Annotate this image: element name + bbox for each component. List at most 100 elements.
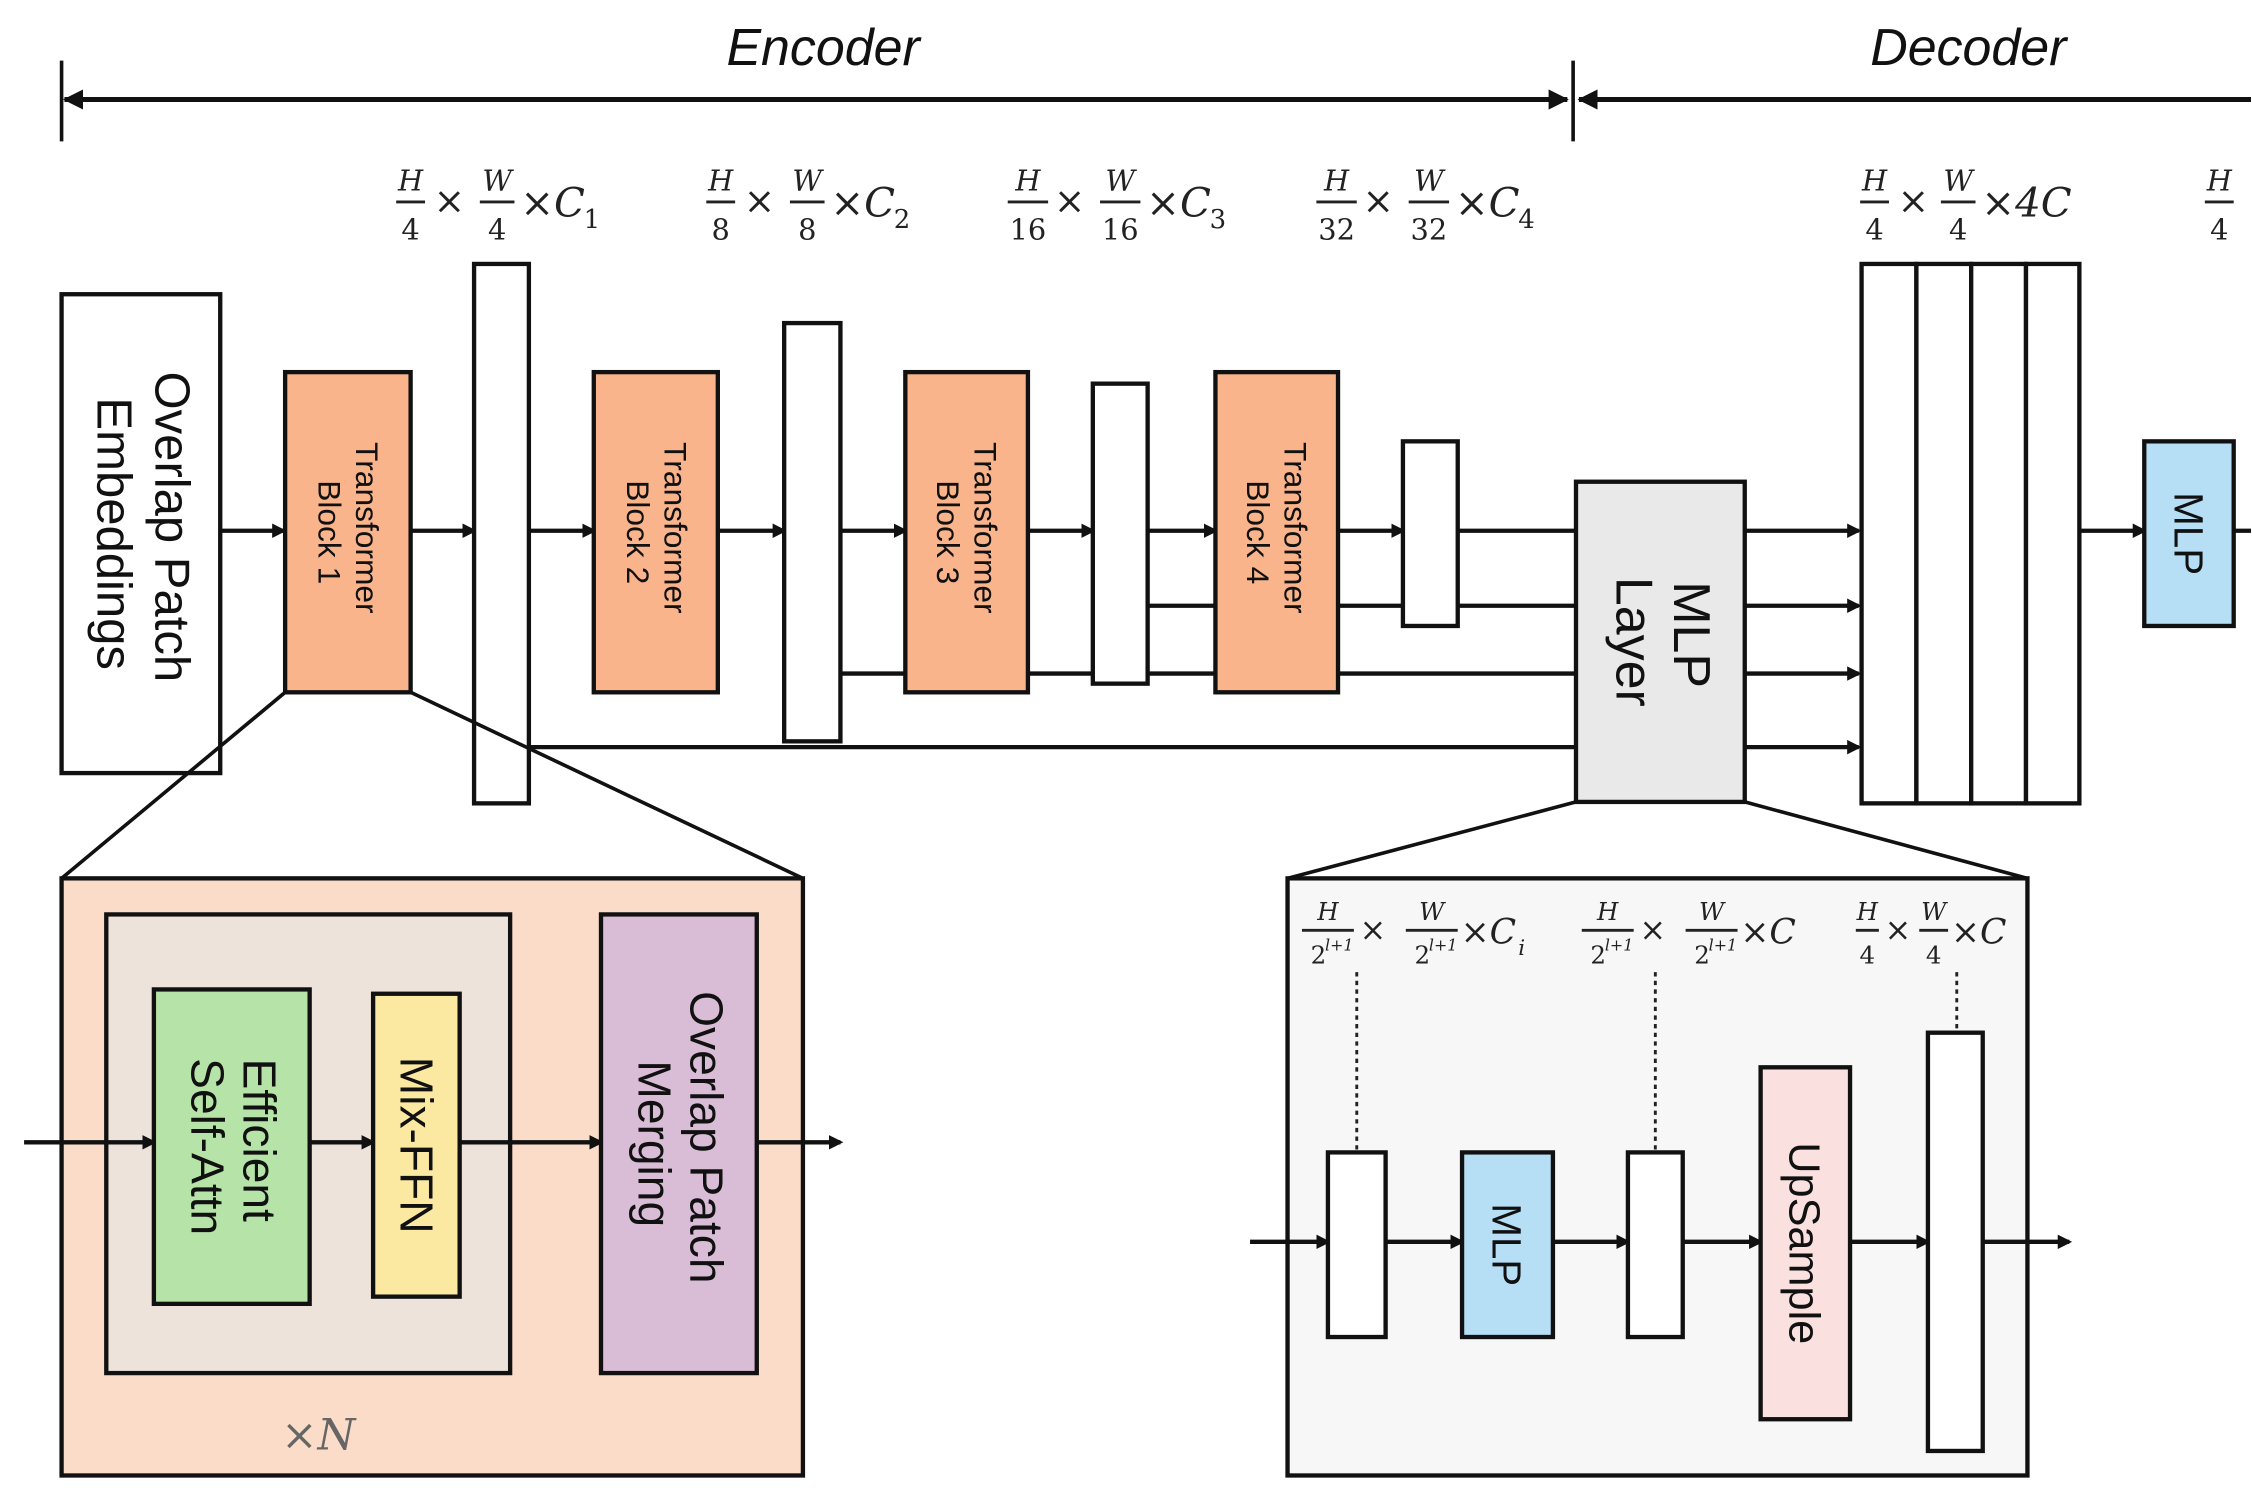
encoder-label: Encoder bbox=[726, 19, 922, 77]
decoder-label: Decoder bbox=[1870, 19, 2069, 77]
transformer-block-4: Transformer Block 4 bbox=[1213, 369, 1341, 695]
svg-text:2: 2 bbox=[1694, 940, 1710, 969]
svg-text:×: × bbox=[434, 178, 465, 222]
repeat-label: ×N bbox=[281, 1411, 357, 1461]
mlp-dim-label-output: H 4 × W 4 ×C bbox=[1856, 897, 2007, 969]
svg-text:32: 32 bbox=[1411, 212, 1448, 246]
efficient-self-attn: Efficient Self-Attn bbox=[151, 987, 312, 1307]
svg-text:×: × bbox=[1898, 178, 1929, 222]
svg-text:1: 1 bbox=[584, 205, 601, 235]
svg-text:×: × bbox=[744, 178, 775, 222]
dim-label-concat: H 4 × W 4 ×4C bbox=[1860, 163, 2072, 246]
svg-text:2: 2 bbox=[1590, 940, 1606, 969]
svg-text:4: 4 bbox=[1949, 212, 1967, 246]
feature-map-stage1 bbox=[471, 261, 532, 806]
svg-text:×: × bbox=[1639, 912, 1666, 948]
svg-text:W: W bbox=[1921, 897, 1948, 926]
mlp-layer-detail: H 2 l+1 × W 2 l+1 ×C i H 2 l+1 × W 2 l+1… bbox=[1250, 876, 2073, 1478]
zoom-connector bbox=[409, 690, 804, 880]
mlp-dim-label-input: H 2 l+1 × W 2 l+1 ×C i bbox=[1301, 897, 1525, 969]
svg-text:Mix-FFN: Mix-FFN bbox=[391, 1057, 443, 1234]
svg-text:4: 4 bbox=[401, 212, 419, 246]
svg-text:16: 16 bbox=[1102, 212, 1139, 246]
svg-text:4: 4 bbox=[488, 212, 506, 246]
svg-text:H: H bbox=[707, 163, 734, 197]
overlap-patch-embeddings: Overlap Patch Embeddings bbox=[59, 292, 223, 776]
svg-text:×: × bbox=[1363, 178, 1394, 222]
overlap-patch-merging: Overlap Patch Merging bbox=[598, 912, 759, 1376]
svg-text:l+1: l+1 bbox=[1325, 935, 1353, 954]
svg-text:W: W bbox=[1699, 897, 1726, 926]
mix-ffn: Mix-FFN bbox=[370, 991, 462, 1299]
svg-text:W: W bbox=[1943, 163, 1975, 197]
svg-text:MLP: MLP bbox=[2166, 492, 2212, 575]
dim-label-stage1: H 4 × W 4 ×C 1 bbox=[396, 163, 600, 246]
svg-text:×C: ×C bbox=[830, 179, 895, 226]
encoder-span: Encoder bbox=[59, 19, 1575, 142]
svg-text:Transformer Block 4: Transformer Block 4 bbox=[1240, 442, 1314, 622]
decoder-span: Decoder bbox=[1577, 19, 2251, 110]
svg-text:×C: ×C bbox=[1146, 179, 1211, 226]
svg-text:×C: ×C bbox=[1951, 912, 2006, 952]
svg-text:l+1: l+1 bbox=[1429, 935, 1457, 954]
mlp-head: MLP bbox=[2142, 439, 2236, 629]
svg-text:4: 4 bbox=[1518, 205, 1535, 235]
svg-text:2: 2 bbox=[1311, 940, 1327, 969]
svg-text:i: i bbox=[1518, 936, 1525, 961]
svg-text:W: W bbox=[1414, 163, 1446, 197]
transformer-block-2: Transformer Block 2 bbox=[591, 369, 720, 695]
svg-text:H: H bbox=[1323, 163, 1350, 197]
svg-text:H: H bbox=[2206, 163, 2233, 197]
svg-text:Efficient Self-Attn: Efficient Self-Attn bbox=[181, 1058, 285, 1235]
svg-text:Transformer Block 2: Transformer Block 2 bbox=[620, 442, 694, 622]
svg-text:×C: ×C bbox=[1455, 179, 1520, 226]
zoom-connector bbox=[1287, 800, 1577, 881]
svg-text:3: 3 bbox=[1210, 205, 1227, 235]
transformer-block-3: Transformer Block 3 bbox=[903, 369, 1031, 695]
dim-label-stage2: H 8 × W 8 ×C 2 bbox=[706, 163, 910, 246]
svg-text:4: 4 bbox=[1865, 212, 1883, 246]
svg-text:×C: ×C bbox=[520, 179, 585, 226]
svg-text:H: H bbox=[1861, 163, 1888, 197]
svg-text:W: W bbox=[482, 163, 514, 197]
mlp-dim-label-mid: H 2 l+1 × W 2 l+1 ×C bbox=[1581, 897, 1796, 969]
svg-text:×: × bbox=[1360, 912, 1387, 948]
svg-text:l+1: l+1 bbox=[1605, 935, 1633, 954]
svg-text:×: × bbox=[1054, 178, 1085, 222]
mlp-detail-mlp: MLP bbox=[1459, 1150, 1556, 1340]
svg-text:MLP Layer: MLP Layer bbox=[1604, 577, 1720, 707]
svg-text:W: W bbox=[792, 163, 824, 197]
svg-text:16: 16 bbox=[1010, 212, 1047, 246]
zoom-connector bbox=[1744, 800, 2028, 881]
concat-feature-maps bbox=[1859, 261, 2082, 806]
svg-text:8: 8 bbox=[712, 212, 730, 246]
svg-text:MLP: MLP bbox=[1483, 1203, 1529, 1286]
svg-text:Transformer Block 1: Transformer Block 1 bbox=[311, 442, 384, 622]
svg-text:Overlap Patch Merging: Overlap Patch Merging bbox=[629, 991, 733, 1296]
dim-label-stage3: H 16 × W 16 ×C 3 bbox=[1007, 163, 1227, 246]
svg-text:Overlap Patch Embeddings: Overlap Patch Embeddings bbox=[87, 372, 199, 696]
transformer-block-detail: Efficient Self-Attn Mix-FFN Overlap Patc… bbox=[24, 876, 844, 1478]
svg-text:2: 2 bbox=[894, 205, 911, 235]
svg-text:×: × bbox=[1885, 912, 1912, 948]
svg-text:H: H bbox=[1316, 897, 1339, 926]
svg-text:×4C: ×4C bbox=[1981, 179, 2072, 226]
svg-text:4: 4 bbox=[1860, 940, 1876, 969]
dim-label-stage4: H 32 × W 32 ×C 4 bbox=[1316, 163, 1535, 246]
svg-text:UpSample: UpSample bbox=[1779, 1142, 1827, 1344]
svg-text:W: W bbox=[1419, 897, 1446, 926]
svg-text:8: 8 bbox=[798, 212, 816, 246]
mlp-upsampled-feature bbox=[1925, 1030, 1985, 1454]
dim-label-output: H 4 bbox=[2204, 163, 2234, 246]
svg-text:4: 4 bbox=[1926, 940, 1942, 969]
svg-text:H: H bbox=[1856, 897, 1879, 926]
mlp-projected-feature bbox=[1625, 1150, 1685, 1340]
svg-text:H: H bbox=[1596, 897, 1619, 926]
svg-text:W: W bbox=[1105, 163, 1137, 197]
svg-text:32: 32 bbox=[1318, 212, 1355, 246]
transformer-block-1: Transformer Block 1 bbox=[282, 369, 413, 695]
svg-text:×C: ×C bbox=[1461, 912, 1516, 952]
svg-text:H: H bbox=[1014, 163, 1041, 197]
mlp-input-feature bbox=[1325, 1150, 1388, 1340]
